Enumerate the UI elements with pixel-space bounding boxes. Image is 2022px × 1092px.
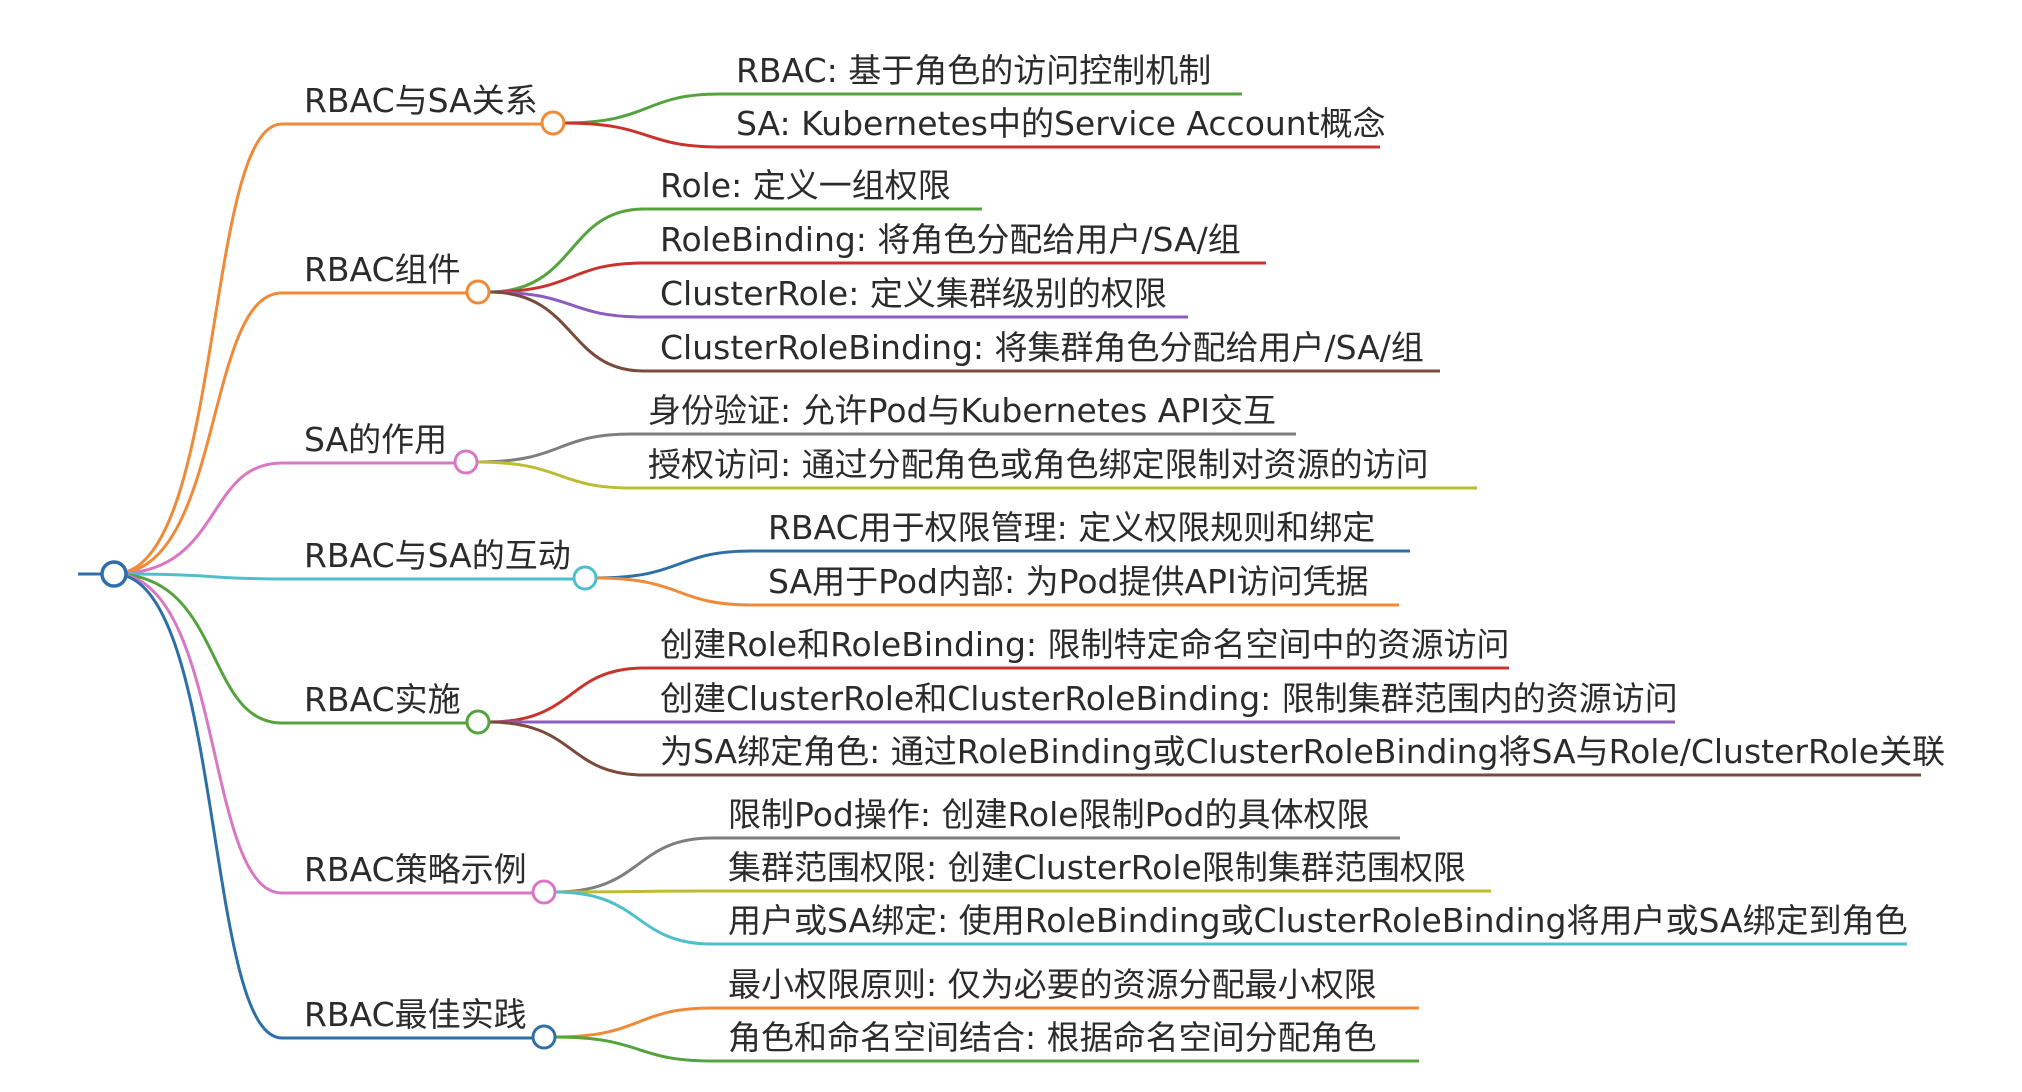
child-edge bbox=[554, 1035, 1419, 1063]
child-edge bbox=[554, 889, 1491, 894]
child-label: 角色和命名空间结合: 根据命名空间分配角色 bbox=[728, 1018, 1377, 1057]
child-edge bbox=[488, 720, 1921, 777]
child-edge bbox=[476, 432, 1296, 464]
branch-label: RBAC策略示例 bbox=[304, 850, 527, 889]
branch-node[interactable] bbox=[531, 1024, 557, 1050]
child-label: RoleBinding: 将角色分配给用户/SA/组 bbox=[660, 220, 1241, 259]
child-label: ClusterRole: 定义集群级别的权限 bbox=[660, 274, 1167, 313]
child-label: 集群范围权限: 创建ClusterRole限制集群范围权限 bbox=[728, 848, 1466, 887]
child-label: 创建Role和RoleBinding: 限制特定命名空间中的资源访问 bbox=[660, 625, 1510, 664]
branch-node[interactable] bbox=[453, 449, 479, 475]
child-label: 授权访问: 通过分配角色或角色绑定限制对资源的访问 bbox=[648, 445, 1429, 484]
child-edge bbox=[476, 460, 1477, 490]
child-label: ClusterRoleBinding: 将集群角色分配给用户/SA/组 bbox=[660, 328, 1424, 367]
edge-layer bbox=[78, 92, 1921, 1063]
child-edge bbox=[488, 290, 1188, 319]
branch-label: RBAC与SA的互动 bbox=[304, 536, 571, 575]
branch-label: RBAC实施 bbox=[304, 680, 461, 719]
branch-label: RBAC与SA关系 bbox=[304, 81, 538, 120]
child-label: 身份验证: 允许Pod与Kubernetes API交互 bbox=[648, 391, 1276, 430]
child-edge bbox=[488, 290, 1440, 373]
child-edge bbox=[554, 890, 1907, 946]
branch-edge bbox=[113, 572, 467, 725]
child-label: RBAC: 基于角色的访问控制机制 bbox=[736, 51, 1211, 90]
branch-node[interactable] bbox=[572, 565, 598, 591]
child-edge bbox=[488, 261, 1266, 294]
branch-node[interactable] bbox=[540, 110, 566, 136]
root-node[interactable] bbox=[100, 560, 128, 588]
child-label: 最小权限原则: 仅为必要的资源分配最小权限 bbox=[728, 965, 1377, 1004]
child-label: 限制Pod操作: 创建Role限制Pod的具体权限 bbox=[728, 795, 1369, 834]
child-label: RBAC用于权限管理: 定义权限规则和绑定 bbox=[768, 508, 1375, 547]
child-edge bbox=[554, 836, 1400, 894]
child-edge bbox=[488, 666, 1509, 724]
branch-node[interactable] bbox=[465, 709, 491, 735]
child-edge bbox=[488, 207, 982, 294]
branch-edge bbox=[113, 572, 574, 581]
child-edge bbox=[595, 576, 1399, 607]
child-label: 创建ClusterRole和ClusterRoleBinding: 限制集群范围… bbox=[660, 679, 1678, 718]
branch-label: RBAC最佳实践 bbox=[304, 995, 527, 1034]
branch-edge bbox=[113, 572, 533, 1040]
child-label: SA用于Pod内部: 为Pod提供API访问凭据 bbox=[768, 562, 1369, 601]
branch-edge bbox=[113, 122, 542, 576]
branch-edge bbox=[113, 461, 455, 576]
branch-edge bbox=[113, 291, 467, 576]
child-edge bbox=[563, 92, 1242, 125]
child-label: 用户或SA绑定: 使用RoleBinding或ClusterRoleBindin… bbox=[728, 901, 1908, 940]
child-label: SA: Kubernetes中的Service Account概念 bbox=[736, 104, 1386, 143]
child-label: Role: 定义一组权限 bbox=[660, 166, 951, 205]
branch-node[interactable] bbox=[531, 879, 557, 905]
label-layer: RBAC与SA关系 RBAC: 基于角色的访问控制机制 SA: Kubernetes… bbox=[304, 51, 1945, 1057]
child-edge bbox=[563, 121, 1380, 149]
node-layer bbox=[100, 110, 598, 1050]
branch-label: RBAC组件 bbox=[304, 250, 461, 289]
child-edge bbox=[595, 549, 1410, 580]
child-edge bbox=[554, 1006, 1419, 1039]
branch-node[interactable] bbox=[465, 279, 491, 305]
branch-label: SA的作用 bbox=[304, 420, 447, 459]
branch-edge bbox=[113, 572, 533, 895]
child-label: 为SA绑定角色: 通过RoleBinding或ClusterRoleBindin… bbox=[660, 732, 1945, 771]
